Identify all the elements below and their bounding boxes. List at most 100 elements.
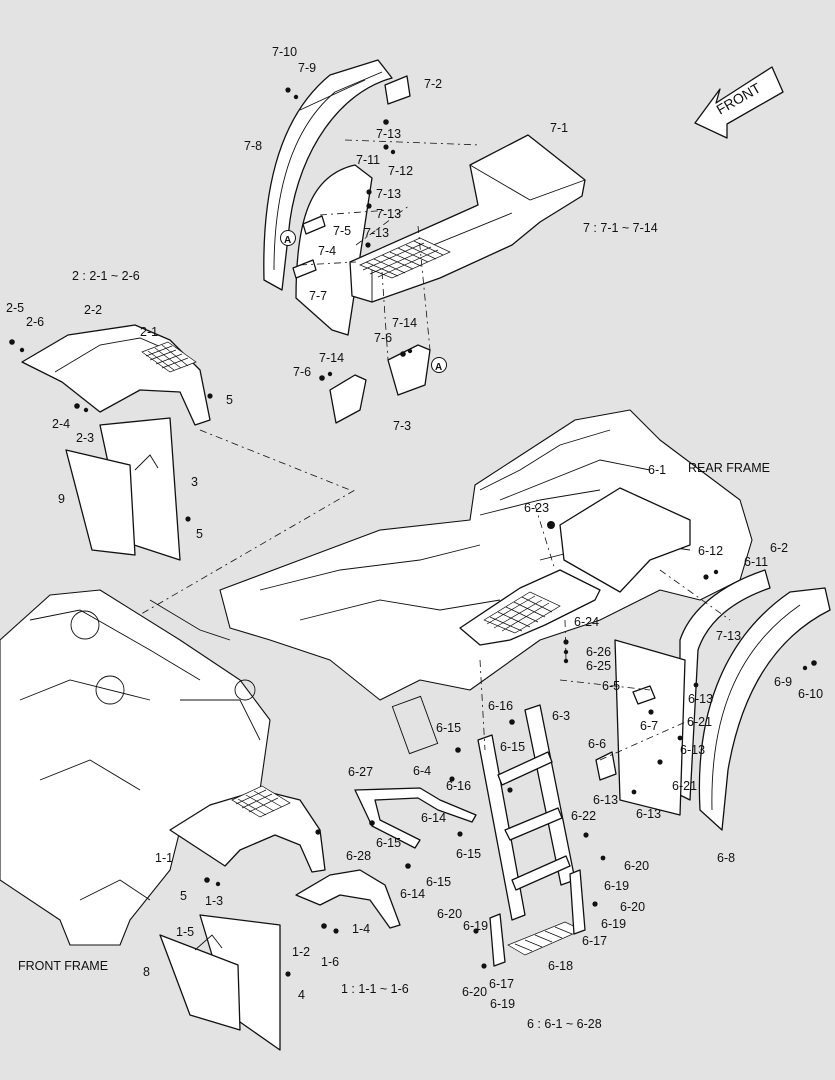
callout-a-left: A (280, 230, 296, 246)
part-label: 6-25 (586, 659, 611, 673)
fender-1-2 (295, 869, 401, 929)
ladder-6-3 (477, 704, 576, 921)
part-label: 6-13 (636, 807, 661, 821)
part-label: 6-13 (593, 793, 618, 807)
part-label: 6-21 (672, 779, 697, 793)
part-label: 6-6 (588, 737, 606, 751)
part-label: 4 (298, 988, 305, 1002)
part-label: 6-21 (687, 715, 712, 729)
part-label: 1-3 (205, 894, 223, 908)
part-label: 7-11 (356, 153, 380, 167)
part-label: 6-27 (348, 765, 373, 779)
part-label: 6-3 (552, 709, 570, 723)
front-frame (0, 589, 271, 946)
part-label: 6-19 (463, 919, 488, 933)
svg-text:A: A (284, 235, 291, 246)
part-label: 6-13 (680, 743, 705, 757)
part-label: 2-5 (6, 301, 24, 315)
front-direction-arrow: FRONT (694, 66, 784, 139)
part-label: 6-16 (446, 779, 471, 793)
panel-6-7 (614, 639, 686, 816)
fender-6-8 (698, 587, 831, 831)
part-label: 6-15 (436, 721, 461, 735)
part-label: 6-20 (437, 907, 462, 921)
part-label: 6-5 (602, 679, 620, 693)
part-label: 6-12 (698, 544, 723, 558)
part-label: 7-1 (550, 121, 568, 135)
part-label: 6-28 (346, 849, 371, 863)
part-label: 6-26 (586, 645, 611, 659)
part-label: 6-1 (648, 463, 666, 477)
rear-frame-label: REAR FRAME (688, 461, 770, 475)
part-label: 7-13 (376, 187, 401, 201)
part-label: 6-11 (744, 555, 768, 569)
part-label: 6-14 (400, 887, 425, 901)
front-frame-label: FRONT FRAME (18, 959, 108, 973)
part-label: 7-5 (333, 224, 351, 238)
part-label: 7-13 (364, 226, 389, 240)
part-label: 6-7 (640, 719, 658, 733)
bracket-6-17b (569, 869, 586, 935)
group-1-range: 1 : 1-1 ~ 1-6 (341, 982, 409, 996)
bracket-6-5 (632, 685, 656, 705)
step-grating-2-1 (141, 341, 197, 373)
part-label: 3 (191, 475, 198, 489)
part-label: 6-20 (620, 900, 645, 914)
part-label: 6-23 (524, 501, 549, 515)
part-label: 6-22 (571, 809, 596, 823)
part-label: 7-8 (244, 139, 262, 153)
part-label: 9 (58, 492, 65, 506)
part-label: 6-9 (774, 675, 792, 689)
part-label: 6-19 (601, 917, 626, 931)
part-label: 7-14 (319, 351, 344, 365)
rear-frame (219, 409, 753, 701)
part-label: 7-10 (272, 45, 297, 59)
part-label: 6-8 (717, 851, 735, 865)
group-2-range: 2 : 2-1 ~ 2-6 (72, 269, 140, 283)
part-label: 7-4 (318, 244, 336, 258)
group-1-fender (159, 785, 401, 1051)
part-label: 2-3 (76, 431, 94, 445)
part-label: 1-2 (292, 945, 310, 959)
part-label: 7-7 (309, 289, 327, 303)
panel-9 (65, 449, 136, 556)
group-2-fender (9, 324, 356, 691)
part-label: 6-20 (624, 859, 649, 873)
part-label: 8 (143, 965, 150, 979)
group-7-range: 7 : 7-1 ~ 7-14 (583, 221, 658, 235)
part-label: 7-14 (392, 316, 417, 330)
part-label: 6-14 (421, 811, 446, 825)
step-6-18 (507, 921, 583, 956)
fender-2-2 (21, 324, 211, 426)
part-label: 6-4 (413, 764, 431, 778)
part-label: 5 (226, 393, 233, 407)
part-label: 6-10 (798, 687, 823, 701)
bolts-group-7 (285, 87, 413, 381)
step-box-6-1 (559, 487, 691, 593)
part-label: 7-2 (424, 77, 442, 91)
part-label: 1-6 (321, 955, 339, 969)
part-label: 2-2 (84, 303, 102, 317)
callout-a-right: A (431, 357, 447, 373)
part-label: 6-18 (548, 959, 573, 973)
bracket-6-17a (489, 913, 506, 967)
part-label: 6-19 (490, 997, 515, 1011)
part-label: 6-13 (688, 692, 713, 706)
bracket-7-4 (292, 259, 317, 279)
part-label: 6-16 (488, 699, 513, 713)
part-label: 7-6 (374, 331, 392, 345)
part-label: 2-1 (140, 325, 158, 339)
group-7-fender-assembly: A A (263, 59, 586, 424)
fender-6-2 (679, 569, 771, 801)
part-label: 6-17 (489, 977, 514, 991)
part-label: 6-24 (574, 615, 599, 629)
bracket-6-6 (595, 751, 617, 781)
fender-7-8 (263, 59, 393, 291)
bracket-7-5 (302, 215, 326, 235)
bolts-group-6 (369, 521, 817, 969)
step-grating-7-1 (359, 237, 451, 279)
part-label: 2-6 (26, 315, 44, 329)
part-label: 7-13 (376, 207, 401, 221)
group-6-range: 6 : 6-1 ~ 6-28 (527, 1017, 602, 1031)
